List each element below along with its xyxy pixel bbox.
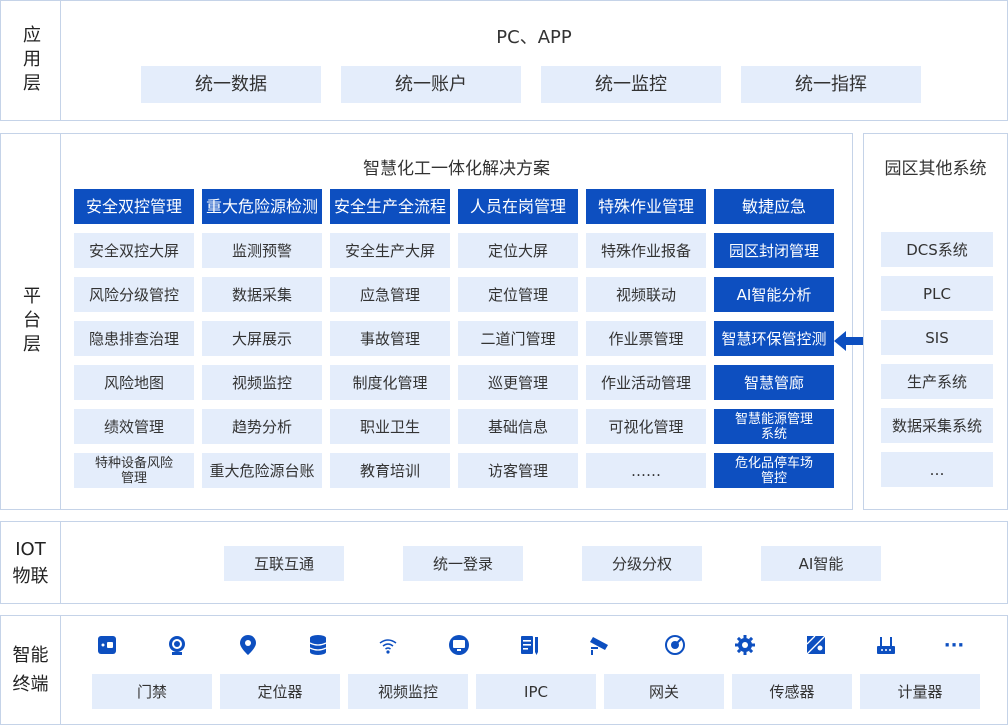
platform-cell-c6-r4[interactable]: 智慧管廊	[714, 365, 834, 400]
terminal-layer-label: 智能 终端	[1, 616, 61, 724]
platform-header-1[interactable]: 安全双控管理	[74, 189, 194, 224]
platform-cell-c4-r5[interactable]: 基础信息	[458, 409, 578, 444]
iot-layer-label: IOT 物联	[1, 522, 61, 603]
other-system-production[interactable]: 生产系统	[881, 364, 993, 399]
iot-layer: IOT 物联 互联互通 统一登录 分级分权 AI智能	[0, 521, 1008, 604]
platform-cell-c2-r5[interactable]: 趋势分析	[202, 409, 322, 444]
platform-header-2[interactable]: 重大危险源检测	[202, 189, 322, 224]
terminal-item-video[interactable]: 视频监控	[348, 674, 468, 709]
platform-cell-c5-r5[interactable]: 可视化管理	[586, 409, 706, 444]
platform-cell-c1-r1[interactable]: 安全双控大屏	[74, 233, 194, 268]
platform-cell-c5-r2[interactable]: 视频联动	[586, 277, 706, 312]
platform-cell-c3-r6[interactable]: 教育培训	[330, 453, 450, 488]
terminal-item-ipc[interactable]: IPC	[476, 674, 596, 709]
platform-cell-c1-r3[interactable]: 隐患排查治理	[74, 321, 194, 356]
platform-cell-line-2: 管控	[760, 470, 787, 486]
other-system-dcs[interactable]: DCS系统	[881, 232, 993, 267]
platform-cell-c2-r6[interactable]: 重大危险源台账	[202, 453, 322, 488]
platform-cell-c1-r2[interactable]: 风险分级管控	[74, 277, 194, 312]
other-systems-title: 园区其他系统	[884, 159, 987, 179]
app-item-command[interactable]: 统一指挥	[741, 66, 921, 103]
platform-cell-c4-r4[interactable]: 巡更管理	[458, 365, 578, 400]
platform-cell-c4-r1[interactable]: 定位大屏	[458, 233, 578, 268]
platform-header-6[interactable]: 敏捷应急	[714, 189, 834, 224]
platform-header-3[interactable]: 安全生产全流程	[330, 189, 450, 224]
platform-cell-c2-r3[interactable]: 大屏展示	[202, 321, 322, 356]
map-icon	[804, 633, 828, 657]
platform-cell-c2-r4[interactable]: 视频监控	[202, 365, 322, 400]
platform-header-4[interactable]: 人员在岗管理	[458, 189, 578, 224]
platform-cell-line-1: 危化品停车场	[734, 455, 813, 471]
other-system-more[interactable]: …	[881, 452, 993, 487]
more-icon: ···	[943, 635, 965, 656]
platform-cell-c3-r5[interactable]: 职业卫生	[330, 409, 450, 444]
platform-cell-c3-r4[interactable]: 制度化管理	[330, 365, 450, 400]
temperature-sensor-icon	[376, 633, 400, 657]
platform-cell-c3-r2[interactable]: 应急管理	[330, 277, 450, 312]
cctv-camera-icon	[588, 633, 612, 657]
terminal-layer: 智能 终端 ··· 门禁 定位器 视频监控 IPC 网关 传感器 计量器	[0, 615, 1008, 725]
platform-cell-c1-r6[interactable]: 特种设备风险管理	[74, 453, 194, 488]
access-card-icon	[95, 633, 119, 657]
app-layer-subtitle: PC、APP	[496, 27, 572, 48]
app-item-account[interactable]: 统一账户	[341, 66, 521, 103]
iot-item-ai[interactable]: AI智能	[761, 546, 881, 581]
terminal-item-locator[interactable]: 定位器	[220, 674, 340, 709]
iot-item-permissions[interactable]: 分级分权	[582, 546, 702, 581]
terminal-item-sensor[interactable]: 传感器	[732, 674, 852, 709]
platform-cell-c4-r2[interactable]: 定位管理	[458, 277, 578, 312]
platform-cell-line-2: 管理	[120, 470, 147, 486]
other-system-sis[interactable]: SIS	[881, 320, 993, 355]
platform-cell-c5-r3[interactable]: 作业票管理	[586, 321, 706, 356]
platform-cell-c4-r6[interactable]: 访客管理	[458, 453, 578, 488]
app-item-data[interactable]: 统一数据	[141, 66, 321, 103]
platform-cell-c2-r2[interactable]: 数据采集	[202, 277, 322, 312]
platform-cell-c6-r6[interactable]: 危化品停车场管控	[714, 453, 834, 488]
platform-cell-c6-r2[interactable]: AI智能分析	[714, 277, 834, 312]
camera-dome-icon	[165, 633, 189, 657]
platform-cell-c3-r3[interactable]: 事故管理	[330, 321, 450, 356]
document-pen-icon	[517, 633, 541, 657]
platform-layer: 平台层 智慧化工一体化解决方案 安全双控管理重大危险源检测安全生产全流程人员在岗…	[0, 133, 853, 510]
database-icon	[306, 633, 330, 657]
platform-header-5[interactable]: 特殊作业管理	[586, 189, 706, 224]
location-pin-icon	[236, 633, 260, 657]
app-layer: 应用层 PC、APP 统一数据 统一账户 统一监控 统一指挥	[0, 0, 1008, 121]
platform-cell-c5-r6[interactable]: ……	[586, 453, 706, 488]
platform-cell-c3-r1[interactable]: 安全生产大屏	[330, 233, 450, 268]
platform-title: 智慧化工一体化解决方案	[363, 159, 550, 179]
monitor-icon	[447, 633, 471, 657]
platform-cell-c5-r1[interactable]: 特殊作业报备	[586, 233, 706, 268]
platform-cell-c2-r1[interactable]: 监测预警	[202, 233, 322, 268]
platform-cell-line-1: 特种设备风险	[94, 455, 173, 471]
platform-cell-c5-r4[interactable]: 作业活动管理	[586, 365, 706, 400]
router-icon	[874, 633, 898, 657]
app-item-monitor[interactable]: 统一监控	[541, 66, 721, 103]
platform-layer-label: 平台层	[1, 134, 61, 509]
platform-cell-c6-r5[interactable]: 智慧能源管理系统	[714, 409, 834, 444]
terminal-item-gateway[interactable]: 网关	[604, 674, 724, 709]
other-system-data-collection[interactable]: 数据采集系统	[881, 408, 993, 443]
gear-icon	[733, 633, 757, 657]
iot-item-interconnect[interactable]: 互联互通	[224, 546, 344, 581]
platform-cell-c1-r5[interactable]: 绩效管理	[74, 409, 194, 444]
terminal-item-access[interactable]: 门禁	[92, 674, 212, 709]
iot-item-unified-login[interactable]: 统一登录	[403, 546, 523, 581]
other-system-plc[interactable]: PLC	[881, 276, 993, 311]
radar-icon	[663, 633, 687, 657]
platform-cell-line-2: 系统	[760, 426, 787, 442]
platform-cell-line-1: 智慧能源管理	[734, 411, 813, 427]
app-layer-label: 应用层	[1, 1, 61, 120]
platform-cell-c6-r3[interactable]: 智慧环保管控测	[714, 321, 834, 356]
terminal-item-meter[interactable]: 计量器	[860, 674, 980, 709]
other-systems-panel: 园区其他系统 DCS系统 PLC SIS 生产系统 数据采集系统 …	[863, 133, 1008, 510]
platform-cell-c1-r4[interactable]: 风险地图	[74, 365, 194, 400]
platform-cell-c4-r3[interactable]: 二道门管理	[458, 321, 578, 356]
platform-cell-c6-r1[interactable]: 园区封闭管理	[714, 233, 834, 268]
